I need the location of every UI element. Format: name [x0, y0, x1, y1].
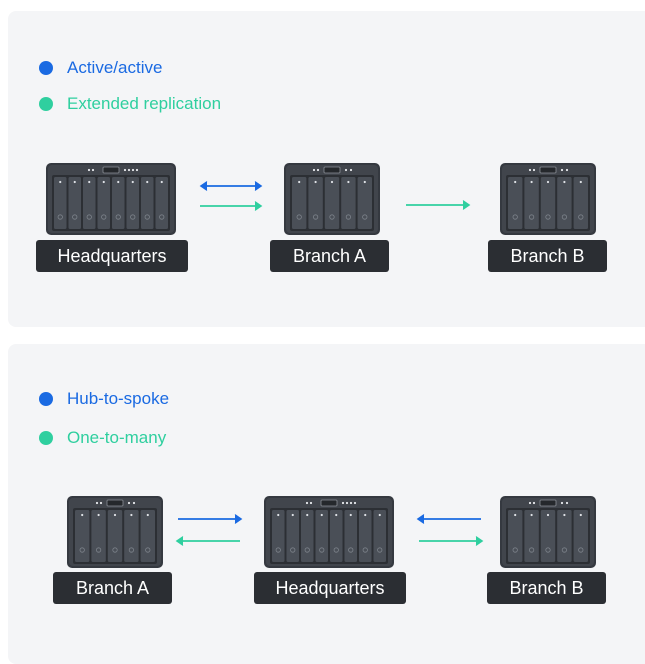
extended-replication-arrow — [199, 200, 263, 212]
legend-label: Hub-to-spoke — [67, 389, 170, 408]
blue-dot-icon — [39, 392, 53, 406]
nas-headquarters-icon — [46, 163, 176, 235]
teal-dot-icon — [39, 431, 53, 445]
node-label-branch-a: Branch A — [53, 572, 172, 604]
teal-dot-icon — [39, 97, 53, 111]
legend-label: Active/active — [67, 58, 163, 77]
legend-item-one-to-many: One-to-many — [39, 428, 166, 448]
active-active-double-arrow — [199, 180, 263, 192]
one-to-many-arrow — [175, 535, 241, 547]
nas-branch-a-icon — [67, 496, 163, 568]
node-label-branch-b: Branch B — [487, 572, 606, 604]
node-label-headquarters: Headquarters — [36, 240, 188, 272]
extended-replication-arrow — [405, 199, 471, 211]
legend-item-hub-to-spoke: Hub-to-spoke — [39, 389, 169, 409]
node-label-branch-b: Branch B — [488, 240, 607, 272]
node-label-branch-a: Branch A — [270, 240, 389, 272]
one-to-many-arrow — [418, 535, 484, 547]
blue-dot-icon — [39, 61, 53, 75]
hub-to-spoke-arrow — [177, 513, 243, 525]
hub-to-spoke-arrow — [416, 513, 482, 525]
nas-branch-a-icon — [284, 163, 380, 235]
legend-item-active-active: Active/active — [39, 58, 162, 78]
nas-branch-b-icon — [500, 163, 596, 235]
nas-headquarters-icon — [264, 496, 394, 568]
node-label-headquarters: Headquarters — [254, 572, 406, 604]
legend-item-extended-replication: Extended replication — [39, 94, 221, 114]
legend-label: One-to-many — [67, 428, 167, 447]
nas-branch-b-icon — [500, 496, 596, 568]
legend-label: Extended replication — [67, 94, 222, 113]
